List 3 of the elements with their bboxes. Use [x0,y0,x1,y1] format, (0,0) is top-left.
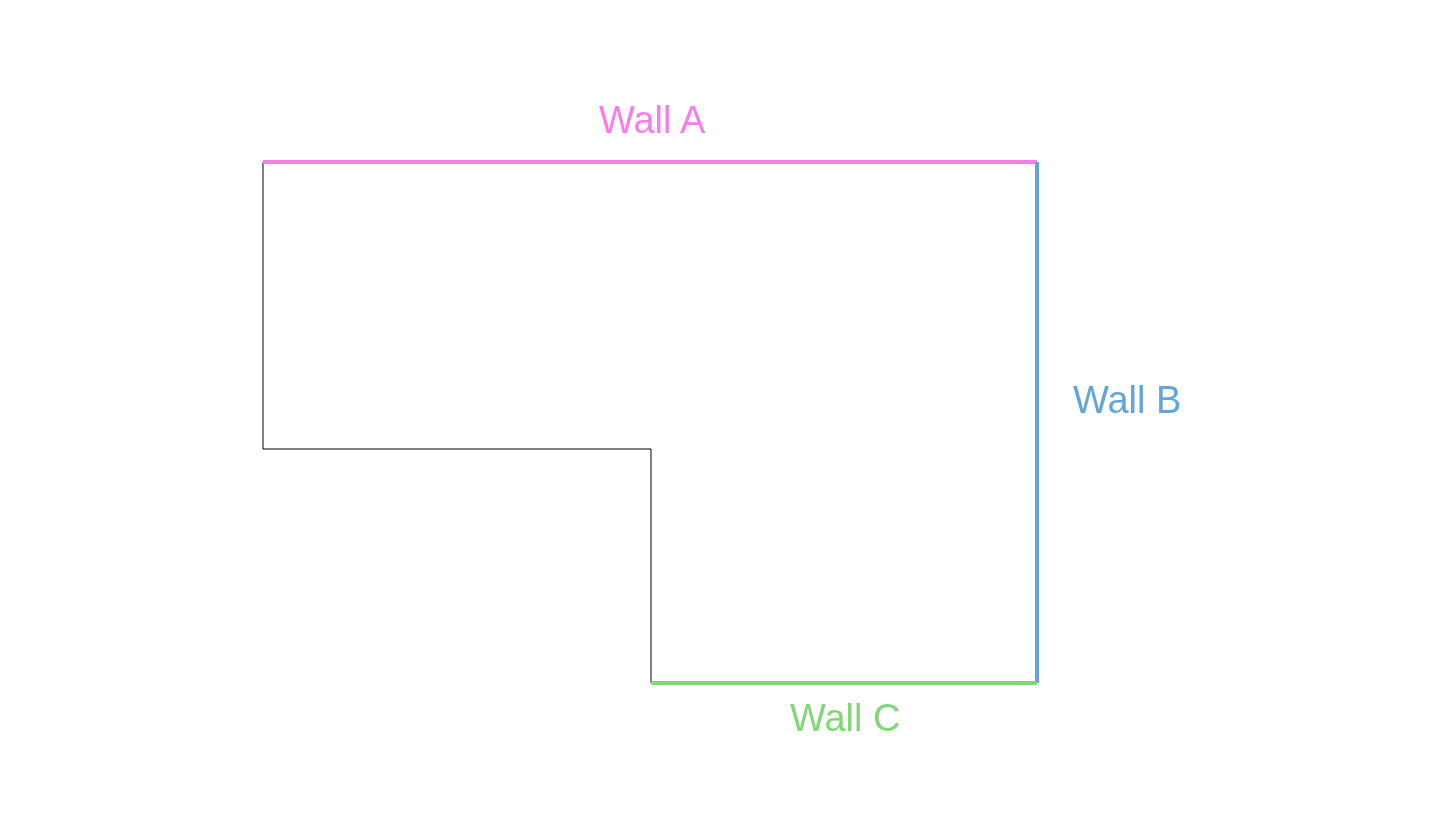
wall-label: Wall B [1073,378,1182,422]
wall-label: Wall A [599,98,706,142]
wall-label: Wall C [790,696,901,740]
